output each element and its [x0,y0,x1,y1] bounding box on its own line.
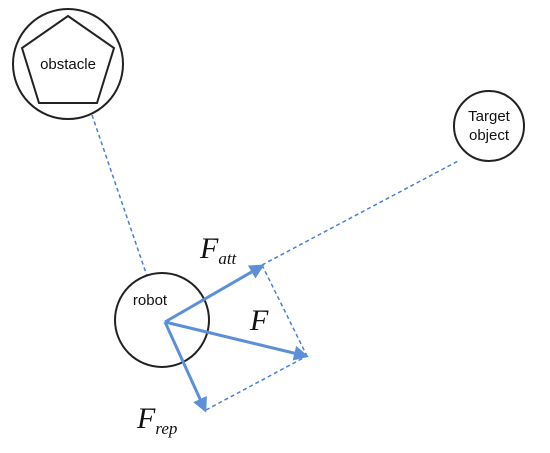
attractive-force-arrow [164,264,265,324]
repulsive-force-symbol: F [136,402,156,435]
target-label-line2: object [469,127,510,144]
robot-node: robot [114,272,210,368]
robot-circle [114,272,210,368]
repulsive-force-label: Frep [136,402,177,438]
parallelogram-dashed-lower [205,355,308,411]
target-circle [453,90,525,162]
obstacle-pentagon-icon [20,14,116,104]
obstacle-label: obstacle [40,56,96,73]
repulsive-force-subscript: rep [155,419,177,438]
target-node: Target object [453,90,525,162]
attractive-force-subscript: att [218,249,237,268]
target-label-line1: Target [468,108,511,125]
repulsive-force-arrow [163,321,207,413]
parallelogram-dashed-upper [261,264,308,357]
obstacle-robot-dashed-line [91,114,148,277]
attractive-force-label: Fatt [199,232,238,268]
obstacle-node: obstacle [12,8,124,120]
obstacle-circle [12,8,124,120]
robot-label: robot [133,292,168,309]
resultant-force-label: F [249,304,269,337]
attractive-force-symbol: F [199,232,219,265]
target-attract-dashed-line [261,159,461,266]
resultant-force-arrow [164,320,309,361]
